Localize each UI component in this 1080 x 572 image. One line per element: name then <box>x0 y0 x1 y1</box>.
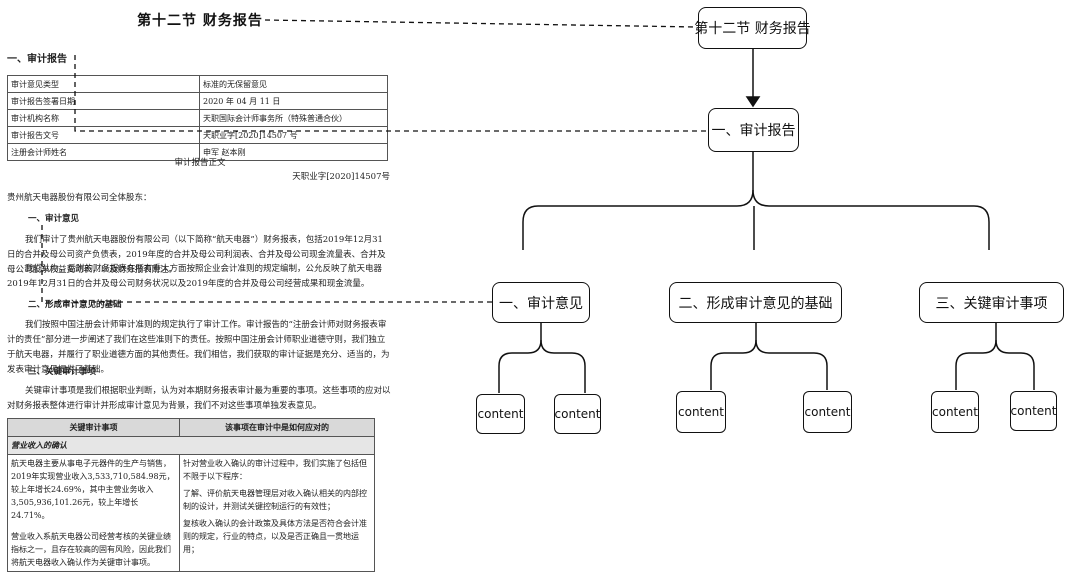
node-content-6[interactable]: content <box>1010 391 1057 431</box>
basis-heading: 二、形成审计意见的基础 <box>28 300 122 310</box>
node-content-4[interactable]: content <box>803 391 852 433</box>
cell-paragraph: 航天电器主要从事电子元器件的生产与销售，2019年实现营业收入3,533,710… <box>11 459 175 520</box>
dashed-link-audit-report <box>74 55 710 132</box>
report-number: 天职业字[2020]14507号 <box>292 172 390 182</box>
table-header-row: 关键审计事项 该事项在审计中是如何应对的 <box>7 418 375 437</box>
node-audit-report[interactable]: 一、审计报告 <box>708 108 799 152</box>
table-row: 注册会计师姓名申军 赵本刚 <box>7 143 388 161</box>
subheader-cell: 营业收入的确认 <box>7 436 375 455</box>
sub-brace-1-right <box>540 339 586 393</box>
sub-brace-2-left <box>710 322 757 390</box>
column-header: 关键审计事项 <box>7 418 180 437</box>
kam-heading: 三、关键审计事项 <box>28 367 97 377</box>
doc-title: 第十二节 财务报告 <box>137 13 263 29</box>
node-root[interactable]: 第十二节 财务报告 <box>694 7 811 49</box>
sub-brace-3-left <box>955 322 997 390</box>
node-audit-opinion[interactable]: 一、审计意见 <box>492 282 590 323</box>
node-content-1[interactable]: content <box>476 394 525 434</box>
opinion-paragraph-1: 我们审计了贵州航天电器股份有限公司（以下简称“航天电器”）财务报表，包括2019… <box>7 235 386 275</box>
sub-brace-1-left <box>498 322 542 393</box>
brace-right <box>752 189 990 250</box>
dashed-link-title <box>264 19 698 28</box>
kam-paragraph: 关键审计事项是我们根据职业判断，认为对本期财务报表审计最为重要的事项。这些事项的… <box>7 386 391 411</box>
cell-paragraph: 针对营业收入确认的审计过程中，我们实施了包括但不限于以下程序： <box>183 459 367 481</box>
arrow-head <box>745 96 761 108</box>
node-opinion-basis[interactable]: 二、形成审计意见的基础 <box>669 282 842 323</box>
diagram-connectors <box>41 19 1035 393</box>
sub-brace-3-right <box>995 339 1035 390</box>
basis-paragraph: 我们按照中国注册会计师审计准则的规定执行了审计工作。审计报告的“注册会计师对财务… <box>7 320 390 375</box>
node-content-2[interactable]: content <box>554 394 601 434</box>
dashed-link-audit-opinion <box>41 225 493 303</box>
section-heading-audit-report: 一、审计报告 <box>7 54 67 65</box>
table-cell: 申军 赵本刚 <box>199 143 388 161</box>
brace-left <box>522 150 754 250</box>
table-row: 审计机构名称天职国际会计师事务所（特殊普通合伙） <box>7 109 388 127</box>
node-content-5[interactable]: content <box>931 391 979 433</box>
opinion-paragraph-2: 我们认为，后附的财务报表在所有重大方面按照企业会计准则的规定编制，公允反映了航天… <box>7 264 383 289</box>
node-content-3[interactable]: content <box>676 391 726 433</box>
table-row: 审计意见类型标准的无保留意见 <box>7 75 388 93</box>
report-subtitle: 审计报告正文 <box>174 158 226 168</box>
cell-paragraph: 复核收入确认的会计政策及具体方法是否符合会计准则的规定，行业的特点，以及是否正确… <box>183 519 367 554</box>
cell-paragraph: 了解、评价航天电器管理层对收入确认相关的内部控制的设计，并测试关键控制运行的有效… <box>183 489 367 511</box>
column-header: 该事项在审计中是如何应对的 <box>179 418 375 437</box>
opinion-heading: 一、审计意见 <box>28 214 80 224</box>
table-subheader-row: 营业收入的确认 <box>7 436 375 455</box>
node-key-audit-matters[interactable]: 三、关键审计事项 <box>919 282 1064 323</box>
sub-brace-2-right <box>755 339 828 390</box>
addressee: 贵州航天电器股份有限公司全体股东： <box>7 193 152 203</box>
